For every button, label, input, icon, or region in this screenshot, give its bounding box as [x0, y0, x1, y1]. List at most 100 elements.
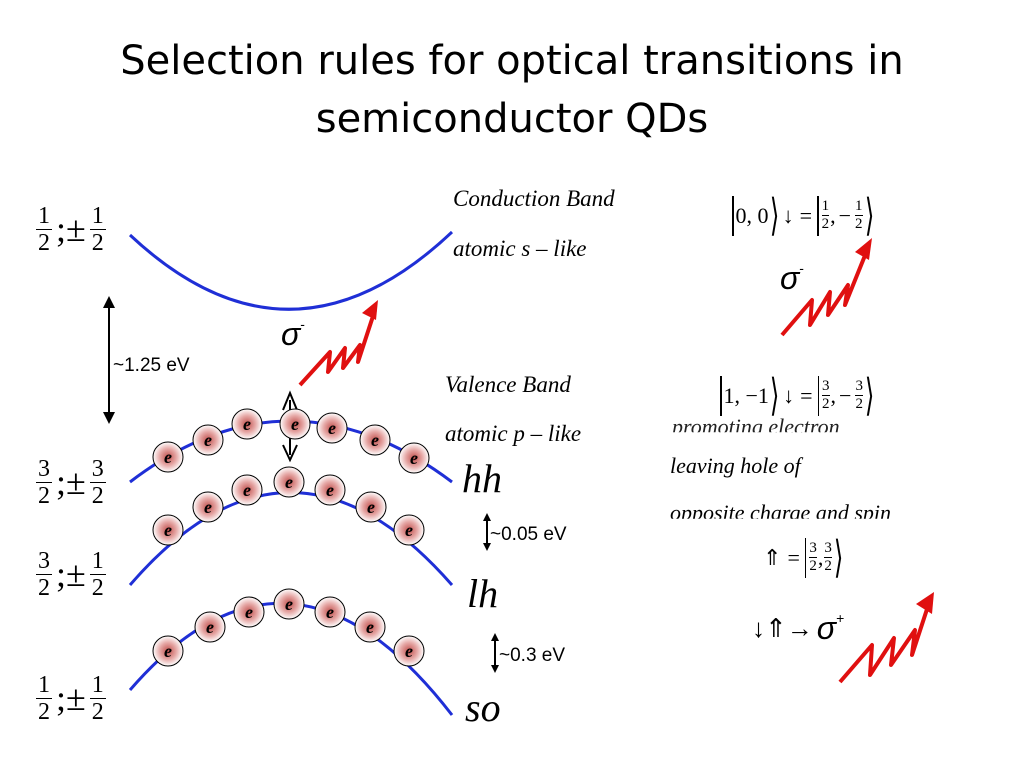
hh-lh-energy-label: ~0.05 eV	[490, 524, 567, 545]
ket-sign: −	[838, 202, 852, 228]
ket-angle: ⟩	[864, 191, 874, 240]
conduction-band-curve	[128, 230, 454, 311]
sigma-plus: σ+	[817, 610, 844, 647]
den: 2	[809, 557, 817, 574]
ket-eq: =	[787, 544, 800, 570]
photon-wave-top-right	[780, 247, 870, 337]
svg-text:e: e	[328, 418, 336, 438]
transition-expression: ↓⇑→ σ+	[752, 610, 844, 647]
separator: ;±	[56, 677, 86, 718]
photon-arrowhead-bottom-right	[916, 592, 934, 614]
electron-icon: e	[314, 596, 346, 628]
separator: ;±	[56, 208, 86, 249]
electron-icon: e	[316, 412, 348, 444]
ket-left: 1, −1	[723, 382, 769, 408]
electron-icon: e	[314, 474, 346, 506]
num: 3	[822, 378, 830, 394]
photon-arrowhead-top-right	[855, 238, 872, 260]
electron-icon: e	[192, 491, 224, 523]
svg-text:e: e	[285, 594, 293, 614]
lh-so-double-arrow	[491, 633, 499, 673]
svg-text:e: e	[164, 520, 172, 540]
ket-comma: ,	[817, 544, 824, 570]
conduction-band-label: Conduction Band	[453, 186, 615, 211]
sigma-symbol: σ	[780, 260, 800, 296]
electron-icon: e	[355, 491, 387, 523]
svg-text:e: e	[164, 447, 172, 467]
electron-icon: e	[152, 514, 184, 546]
m-numerator: 1	[91, 672, 104, 698]
ket-angle: ⟩	[864, 371, 875, 420]
j-numerator: 3	[38, 548, 50, 574]
slide-title: Selection rules for optical transitions …	[120, 38, 904, 142]
svg-text:e: e	[410, 448, 418, 468]
m-denominator: 2	[89, 698, 106, 725]
electron-icon: e	[233, 596, 265, 628]
ket-sign: −	[839, 382, 852, 408]
num: 3	[824, 540, 832, 556]
j-numerator: 3	[38, 456, 50, 482]
electron-icon: e	[398, 442, 430, 474]
valence-band-label: Valence Band	[445, 372, 571, 397]
svg-text:e: e	[366, 617, 374, 637]
m-denominator: 2	[89, 574, 106, 601]
svg-text:e: e	[285, 472, 293, 492]
svg-text:e: e	[245, 602, 253, 622]
gap-energy-label: ~1.25 eV	[113, 355, 190, 376]
sigma-sign: -	[300, 316, 305, 333]
hh-lh-double-arrow	[483, 513, 491, 551]
sigma-minus-right: σ-	[780, 260, 804, 297]
m-denominator: 2	[89, 482, 106, 509]
ket-eq: =	[800, 382, 813, 408]
ket-bar	[817, 375, 820, 416]
electron-icon: e	[273, 588, 305, 620]
electron-icon: e	[231, 474, 263, 506]
j-denominator: 2	[36, 574, 52, 601]
ket-prefix: ⇑	[763, 544, 782, 570]
svg-text:e: e	[405, 520, 413, 540]
num: 3	[809, 540, 817, 556]
lh-so-energy-label: ~0.3 eV	[499, 645, 566, 666]
gap-double-arrow	[103, 296, 115, 424]
photon-arrowhead-center	[362, 300, 378, 320]
num: 1	[855, 198, 863, 214]
photon-wave-bottom-right	[838, 599, 932, 684]
conduction-band-type: atomic s – like	[453, 236, 587, 261]
ket-eq: =	[799, 202, 813, 228]
electron-icon: e	[192, 424, 224, 456]
svg-text:e: e	[164, 641, 172, 661]
hole-text-line3: opposite charge and spin	[670, 500, 891, 525]
ket-comma: ,	[830, 202, 836, 228]
valence-band-type: atomic p – like	[445, 421, 582, 446]
sigma-sign: -	[799, 260, 804, 277]
ket-bar	[804, 537, 807, 578]
svg-text:e: e	[326, 480, 334, 500]
electron-icon: e	[152, 441, 184, 473]
den: 2	[855, 215, 863, 232]
ket-spin: ↓	[783, 382, 795, 408]
ket-left: 0, 0	[735, 202, 769, 228]
svg-text:e: e	[326, 602, 334, 622]
svg-text:e: e	[291, 414, 299, 434]
ket-bar	[720, 375, 722, 416]
electron-icon: e	[273, 466, 305, 498]
m-numerator: 3	[91, 456, 104, 482]
sigma-minus-center: σ-	[281, 316, 305, 353]
m-denominator: 2	[89, 229, 106, 256]
den: 2	[824, 557, 832, 574]
ket-bar	[732, 195, 734, 236]
electron-icon: e	[393, 514, 425, 546]
